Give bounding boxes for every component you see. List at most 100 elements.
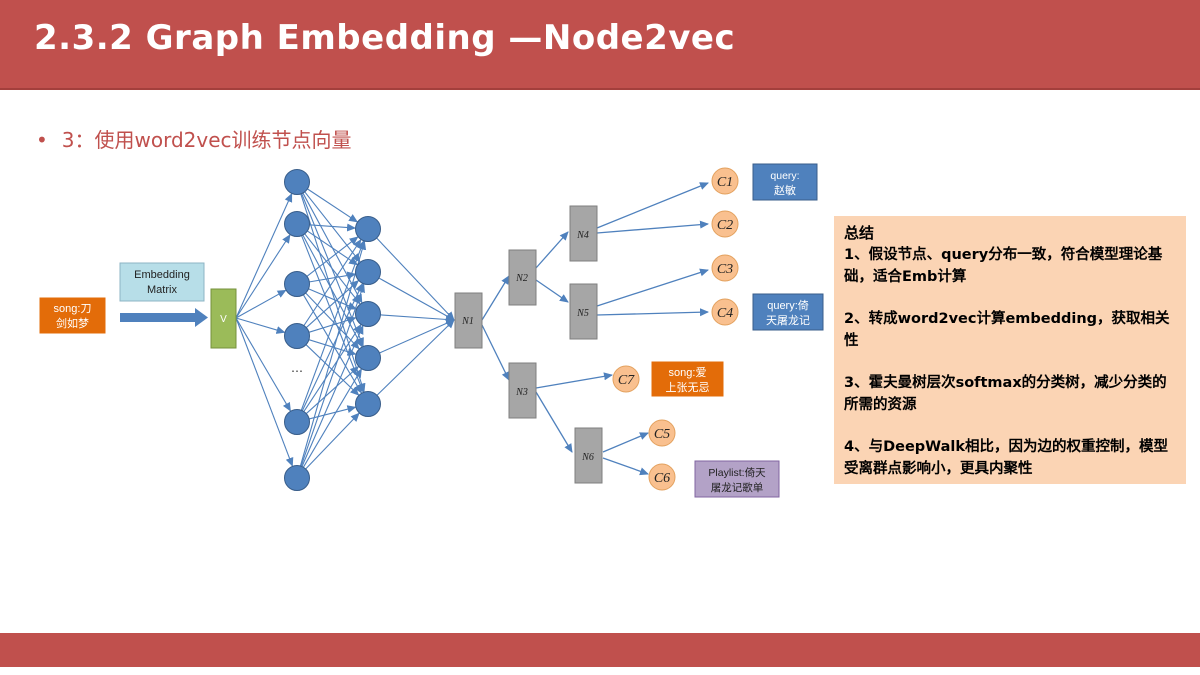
title-bar: 2.3.2 Graph Embedding —Node2vec [0, 0, 1200, 90]
tree-edges [481, 182, 709, 476]
tree-node-n4: N4 [569, 205, 598, 262]
tree-node-n6: N6 [574, 427, 603, 484]
network-edge [304, 292, 360, 350]
network-edge [302, 368, 362, 468]
svg-text:query:: query: [770, 170, 799, 182]
tag-playlist: Playlist:倚天 屠龙记歌单 [694, 460, 780, 498]
svg-text:C3: C3 [717, 262, 733, 277]
summary-item-1: 1、假设节点、query分布一致，符合模型理论基础，适合Emb计算 [844, 247, 1163, 285]
input-arrow [120, 308, 208, 327]
network-edge [308, 223, 357, 232]
svg-text:C6: C6 [654, 471, 670, 486]
embedding-matrix-box: Embedding Matrix [119, 262, 205, 302]
network-edge [302, 234, 363, 348]
hidden-node-layer2 [355, 301, 381, 327]
svg-text:C5: C5 [654, 427, 670, 442]
network-edge [235, 234, 291, 319]
network-edge [235, 317, 294, 467]
summary-box: 总结 1、假设节点、query分布一致，符合模型理论基础，适合Emb计算 2、转… [834, 216, 1186, 484]
svg-text:C1: C1 [717, 175, 733, 190]
svg-text:N5: N5 [576, 308, 589, 319]
network-edge [307, 288, 357, 310]
network-edge [305, 343, 360, 396]
v-label: V [220, 314, 227, 325]
network-edge [235, 317, 291, 412]
hidden-node-layer2 [355, 345, 381, 371]
network-nodes [284, 169, 381, 491]
network-edge [301, 325, 364, 468]
network-edge [303, 324, 362, 413]
leaf-c5: C5 [648, 419, 676, 447]
embedding-label-line1: Embedding [134, 269, 190, 281]
network-edge [300, 240, 365, 411]
leaf-c3: C3 [711, 254, 739, 282]
hidden-node-layer1 [284, 409, 310, 435]
hidden-node-layer2 [355, 216, 381, 242]
network-edge [305, 366, 360, 415]
network-edges [235, 188, 455, 470]
hidden-node-layer1 [284, 211, 310, 237]
network-edge [305, 280, 360, 329]
summary-item-4: 4、与DeepWalk相比，因为边的权重控制，模型受离群点影响小，更具内聚性 [844, 439, 1169, 477]
network-edge [306, 188, 358, 223]
svg-text:N3: N3 [515, 387, 528, 398]
tree-node-n3: N3 [508, 362, 537, 419]
tree-node-n2: N2 [508, 249, 537, 306]
summary-item-3: 3、霍夫曼树层次softmax的分类树，减少分类的所需的资源 [844, 375, 1167, 413]
bullet-text: 3：使用word2vec训练节点向量 [61, 128, 352, 152]
network-edge [302, 294, 362, 394]
network-edge [304, 233, 361, 305]
leaf-c7: C7 [612, 365, 640, 393]
network-edge [300, 234, 365, 393]
svg-text:N1: N1 [461, 316, 474, 327]
tag-song-ai: song:爱 上张无忌 [650, 360, 725, 398]
svg-text:C7: C7 [618, 373, 635, 388]
leaf-c1: C1 [711, 167, 739, 195]
network-edge [378, 319, 455, 354]
v-vector-box: V [210, 288, 237, 349]
network-edge [375, 237, 455, 321]
leaf-c2: C2 [711, 210, 739, 238]
svg-text:C4: C4 [717, 306, 733, 321]
slide-title: 2.3.2 Graph Embedding —Node2vec [34, 18, 736, 58]
svg-text:上张无忌: 上张无忌 [666, 381, 710, 394]
input-label-line1: song:刀 [54, 303, 92, 315]
network-edge [308, 405, 357, 420]
network-edge [308, 271, 357, 283]
network-edge [304, 412, 360, 470]
network-edge [308, 316, 357, 333]
svg-text:Playlist:倚天: Playlist:倚天 [708, 466, 766, 479]
network-edge [306, 230, 359, 266]
svg-text:天屠龙记: 天屠龙记 [766, 314, 810, 327]
network-edge [301, 282, 363, 412]
hidden-node-layer1 [284, 169, 310, 195]
network-edge [235, 317, 286, 334]
svg-text:C2: C2 [717, 218, 733, 233]
leaf-c6: C6 [648, 463, 676, 491]
layer1-ellipsis: … [291, 361, 303, 375]
summary-title: 总结 [844, 224, 875, 242]
network-edge [306, 236, 359, 278]
hidden-node-layer1 [284, 465, 310, 491]
network-edge [300, 283, 365, 467]
embedding-label-line2: Matrix [147, 284, 177, 296]
network-edge [376, 319, 455, 397]
summary-item-2: 2、转成word2vec计算embedding，获取相关性 [844, 311, 1170, 349]
leaf-c4: C4 [711, 298, 739, 326]
network-edge [379, 314, 455, 324]
network-edge [235, 192, 293, 319]
input-song-box: song:刀 剑如梦 [38, 296, 107, 335]
network-edge [378, 277, 455, 321]
tag-query-zhaomin: query: 赵敏 [752, 163, 818, 201]
svg-text:N2: N2 [515, 273, 528, 284]
hidden-node-layer1 [284, 271, 310, 297]
svg-text:N6: N6 [581, 452, 594, 463]
network-edge [299, 240, 367, 467]
bullet-point: •3：使用word2vec训练节点向量 [36, 124, 352, 153]
tree-node-n5: N5 [569, 283, 598, 340]
hidden-node-layer2 [355, 259, 381, 285]
svg-text:屠龙记歌单: 屠龙记歌单 [711, 481, 764, 494]
input-label-line2: 剑如梦 [56, 316, 89, 330]
svg-text:赵敏: 赵敏 [774, 183, 796, 197]
